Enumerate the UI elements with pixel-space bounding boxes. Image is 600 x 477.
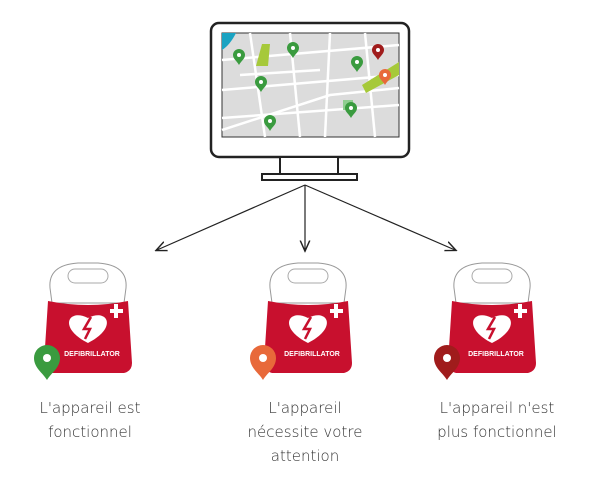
status-label-functional: L'appareil est fonctionnel: [5, 396, 175, 444]
arrow-right: [304, 184, 455, 250]
label-line: attention: [270, 447, 340, 465]
location-pin-orange-icon: [250, 345, 276, 380]
aed-brand: DEFIBRILLATOR: [64, 351, 120, 358]
map-screen: [221, 32, 400, 138]
arrows: [157, 184, 455, 250]
aed-brand: DEFIBRILLATOR: [284, 351, 340, 358]
label-line: fonctionnel: [48, 423, 132, 441]
label-line: L'appareil: [268, 399, 342, 417]
location-pin-darkred-icon: [434, 345, 460, 380]
label-line: nécessite votre: [247, 423, 363, 441]
label-line: plus fonctionnel: [437, 423, 557, 441]
status-label-not-functional: L'appareil n'est plus fonctionnel: [412, 396, 582, 444]
location-pin-green-icon: [34, 345, 60, 380]
label-line: L'appareil n'est: [439, 399, 555, 417]
monitor: [209, 21, 411, 181]
arrow-left: [157, 184, 306, 250]
aed-brand: DEFIBRILLATOR: [468, 351, 524, 358]
status-label-attention: L'appareil nécessite votre attention: [220, 396, 390, 468]
label-line: L'appareil est: [39, 399, 141, 417]
